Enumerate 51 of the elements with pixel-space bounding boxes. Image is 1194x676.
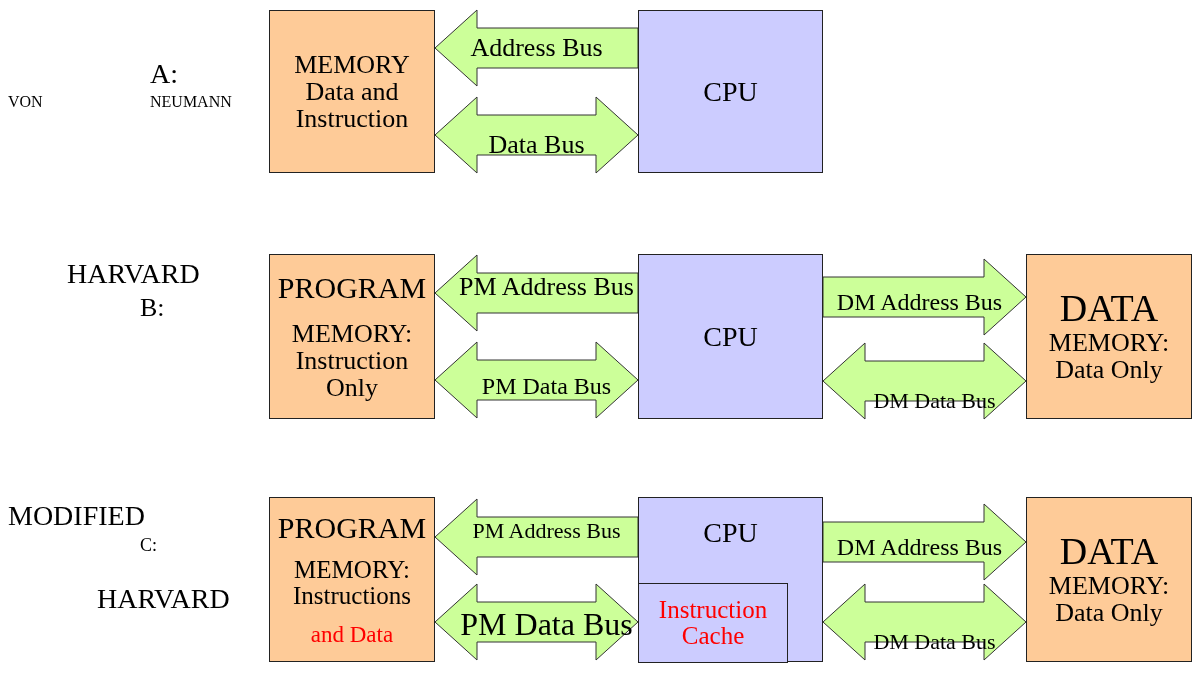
double-block-arrow bbox=[434, 96, 639, 174]
memory-box bbox=[1026, 254, 1192, 419]
section-label: HARVARD bbox=[67, 258, 200, 290]
node-text: and Data bbox=[310, 623, 394, 648]
section-label: C: bbox=[140, 535, 157, 556]
cpu-box bbox=[638, 497, 823, 662]
double-block-arrow bbox=[822, 342, 1027, 420]
section-label: A: bbox=[150, 58, 178, 90]
section-label: B: bbox=[140, 293, 165, 323]
node-text: DATA bbox=[1059, 532, 1159, 573]
node-text: MEMORY: Data Only bbox=[1047, 329, 1171, 384]
node-text: CPU bbox=[703, 321, 758, 352]
node-text: MEMORY: Data Only bbox=[1047, 572, 1171, 627]
edge-label: DM Address Bus bbox=[836, 533, 1003, 561]
block-arrow bbox=[434, 9, 639, 87]
block-arrow bbox=[434, 498, 639, 576]
edge-label: PM Address Bus bbox=[459, 272, 634, 302]
edge-label: PM Data Bus bbox=[460, 605, 633, 643]
edge-label: DM Data Bus bbox=[873, 629, 996, 655]
edge-label: DM Data Bus bbox=[873, 388, 996, 414]
cache-box bbox=[638, 583, 788, 663]
memory-box bbox=[269, 497, 435, 662]
node-text: MEMORY: Instruction Only bbox=[290, 319, 414, 402]
node-text: CPU bbox=[703, 518, 758, 548]
section-label: MODIFIED bbox=[8, 500, 145, 532]
node-text: Instruction Cache bbox=[657, 596, 769, 650]
edge-label: PM Data Bus bbox=[481, 372, 612, 400]
memory-box bbox=[269, 254, 435, 419]
memory-box bbox=[269, 10, 435, 173]
double-block-arrow bbox=[434, 583, 639, 661]
node-text: MEMORY Data and Instruction bbox=[293, 50, 411, 133]
node-text: DATA bbox=[1059, 289, 1159, 330]
double-block-arrow bbox=[434, 341, 639, 419]
section-label: HARVARD bbox=[97, 583, 230, 615]
node-text: PROGRAM bbox=[277, 271, 427, 304]
double-block-arrow bbox=[822, 583, 1027, 661]
block-arrow bbox=[822, 258, 1027, 336]
cpu-box bbox=[638, 10, 823, 173]
section-label: NEUMANN bbox=[150, 93, 232, 111]
edge-label: DM Address Bus bbox=[836, 288, 1003, 316]
edge-label: Data Bus bbox=[488, 130, 585, 160]
edge-label: PM Address Bus bbox=[472, 518, 621, 544]
node-text: CPU bbox=[703, 76, 758, 107]
block-arrow bbox=[434, 254, 639, 332]
cpu-box bbox=[638, 254, 823, 419]
block-arrow bbox=[822, 503, 1027, 581]
section-label: VON bbox=[8, 93, 43, 111]
memory-box bbox=[1026, 497, 1192, 662]
node-text: MEMORY: Instructions bbox=[291, 556, 412, 610]
node-text: PROGRAM bbox=[277, 511, 427, 544]
edge-label: Address Bus bbox=[470, 33, 603, 63]
